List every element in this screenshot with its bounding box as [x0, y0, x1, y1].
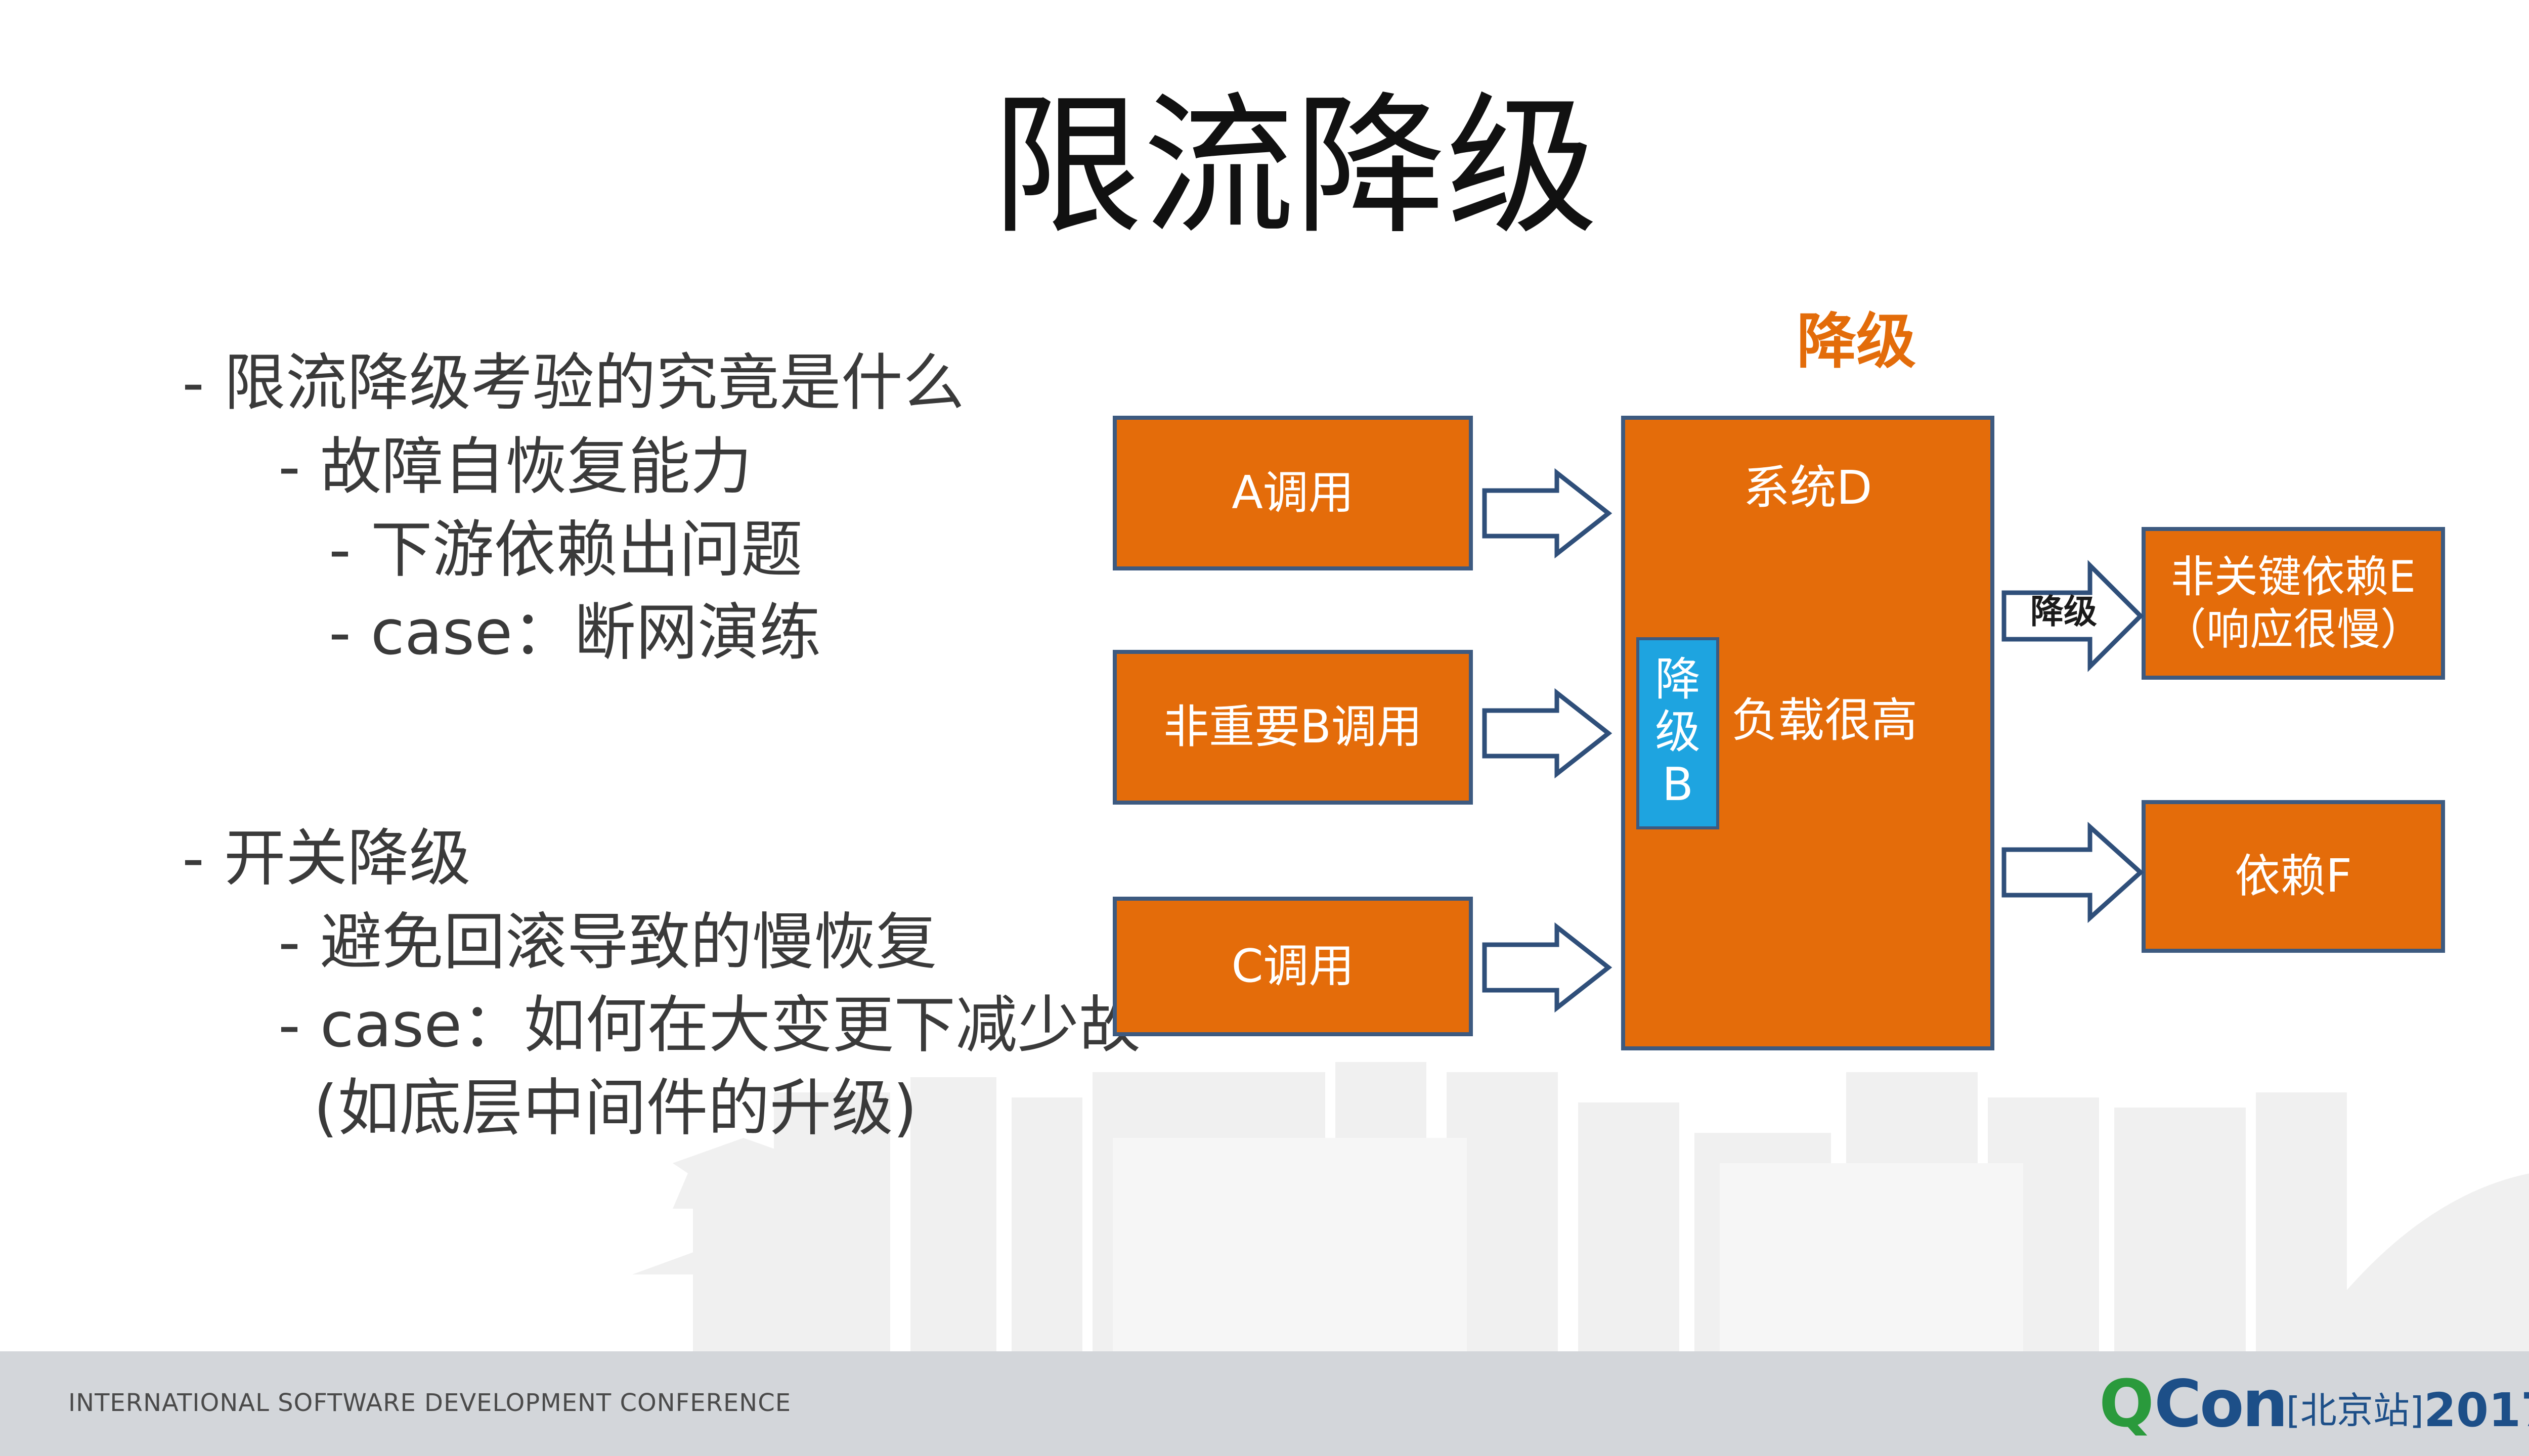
- bullet-self-recovery: - 故障自恢复能力: [278, 431, 752, 503]
- bullet-middleware-upgrade: (如底层中间件的升级): [314, 1072, 918, 1144]
- dep-e-box: 非关键依赖E （响应很慢）: [2142, 527, 2445, 680]
- qcon-logo: QCon[北京站]2017: [2099, 1372, 2529, 1438]
- bullet-avoid-rollback: - 避免回滚导致的慢恢复: [278, 906, 937, 978]
- footer-bar: INTERNATIONAL SOFTWARE DEVELOPMENT CONFE…: [0, 1351, 2529, 1456]
- bullet-network-drill: - case：断网演练: [329, 597, 821, 669]
- box-a-call: A调用: [1113, 416, 1473, 570]
- logo-year: 2017: [2424, 1383, 2529, 1437]
- dep-f-box: 依赖F: [2142, 800, 2445, 953]
- dep-f-label: 依赖F: [2235, 850, 2352, 903]
- bullet-downstream-issue: - 下游依赖出问题: [329, 514, 803, 586]
- diagram-heading: 降级: [1796, 306, 1916, 376]
- bullet-big-change-case: - case：如何在大变更下减少故: [278, 989, 1141, 1061]
- dep-e-note: （响应很慢）: [2163, 604, 2424, 655]
- logo-location: [北京站]: [2286, 1389, 2424, 1432]
- box-b-call: 非重要B调用: [1113, 650, 1473, 805]
- degrade-b-label: 降级B: [1655, 653, 1700, 811]
- bullet-switch-degrade: - 开关降级: [182, 822, 471, 894]
- system-load-label: 负载很高: [1731, 693, 1918, 747]
- slide-title: 限流降级: [991, 78, 1598, 255]
- bullet-question-1: - 限流降级考验的究竟是什么: [182, 347, 965, 419]
- logo-q: Q: [2099, 1366, 2154, 1442]
- conference-name: INTERNATIONAL SOFTWARE DEVELOPMENT CONFE…: [68, 1389, 792, 1417]
- logo-con: Con: [2154, 1366, 2288, 1442]
- system-d-label: 系统D: [1743, 461, 1872, 515]
- system-d-box: 系统D 降级B 负载很高: [1621, 416, 1994, 1050]
- box-a-call-label: A调用: [1232, 466, 1354, 519]
- box-c-call-label: C调用: [1231, 940, 1355, 993]
- dep-e-label: 非关键依赖E: [2170, 552, 2416, 602]
- box-b-call-label: 非重要B调用: [1163, 700, 1422, 754]
- box-c-call: C调用: [1113, 897, 1473, 1036]
- degrade-arrow-label: 降级: [2030, 592, 2097, 631]
- degrade-b-box: 降级B: [1636, 637, 1719, 829]
